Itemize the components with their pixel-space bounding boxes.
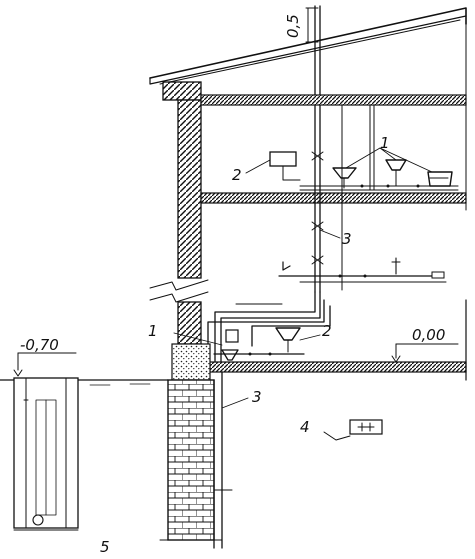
ground-level-mark (13, 352, 77, 377)
vent-stack (305, 5, 321, 99)
riser-upper (311, 104, 375, 293)
ref-3-upper: 3 (342, 230, 352, 248)
ref-4: 4 (300, 418, 310, 436)
ref-1-lower: 1 (148, 322, 158, 340)
ref-5: 5 (100, 538, 110, 556)
ref-3-lower: 3 (252, 388, 262, 406)
water-meter-assembly (323, 419, 383, 441)
floor-level-label: 0,00 (412, 326, 445, 344)
upper-washbasin-2 (385, 159, 407, 187)
floor-level-mark (391, 343, 459, 363)
leader-lines (173, 147, 433, 409)
upper-bathtub (427, 171, 453, 187)
ref-2-lower: 2 (322, 322, 332, 340)
second-floor-slab (200, 192, 467, 204)
exterior-wall (149, 81, 209, 345)
ref-2-upper: 2 (232, 166, 242, 184)
roof (149, 7, 467, 85)
lower-branch-line (213, 352, 305, 356)
ground-level-label: -0,70 (20, 336, 59, 354)
upper-toilet-cistern (269, 151, 301, 181)
roof-dimension-label: 0,5 (284, 14, 302, 38)
upper-washbasin-1 (332, 167, 357, 189)
attic-slab (200, 94, 467, 106)
lower-toilet (221, 329, 239, 361)
ref-1-upper: 1 (380, 134, 390, 152)
lower-washbasin (275, 327, 301, 353)
middle-branch-line (278, 257, 447, 283)
upper-branch-line (299, 184, 459, 191)
foundation (159, 343, 233, 549)
inspection-well (13, 377, 79, 531)
offset-pipe (207, 291, 331, 363)
